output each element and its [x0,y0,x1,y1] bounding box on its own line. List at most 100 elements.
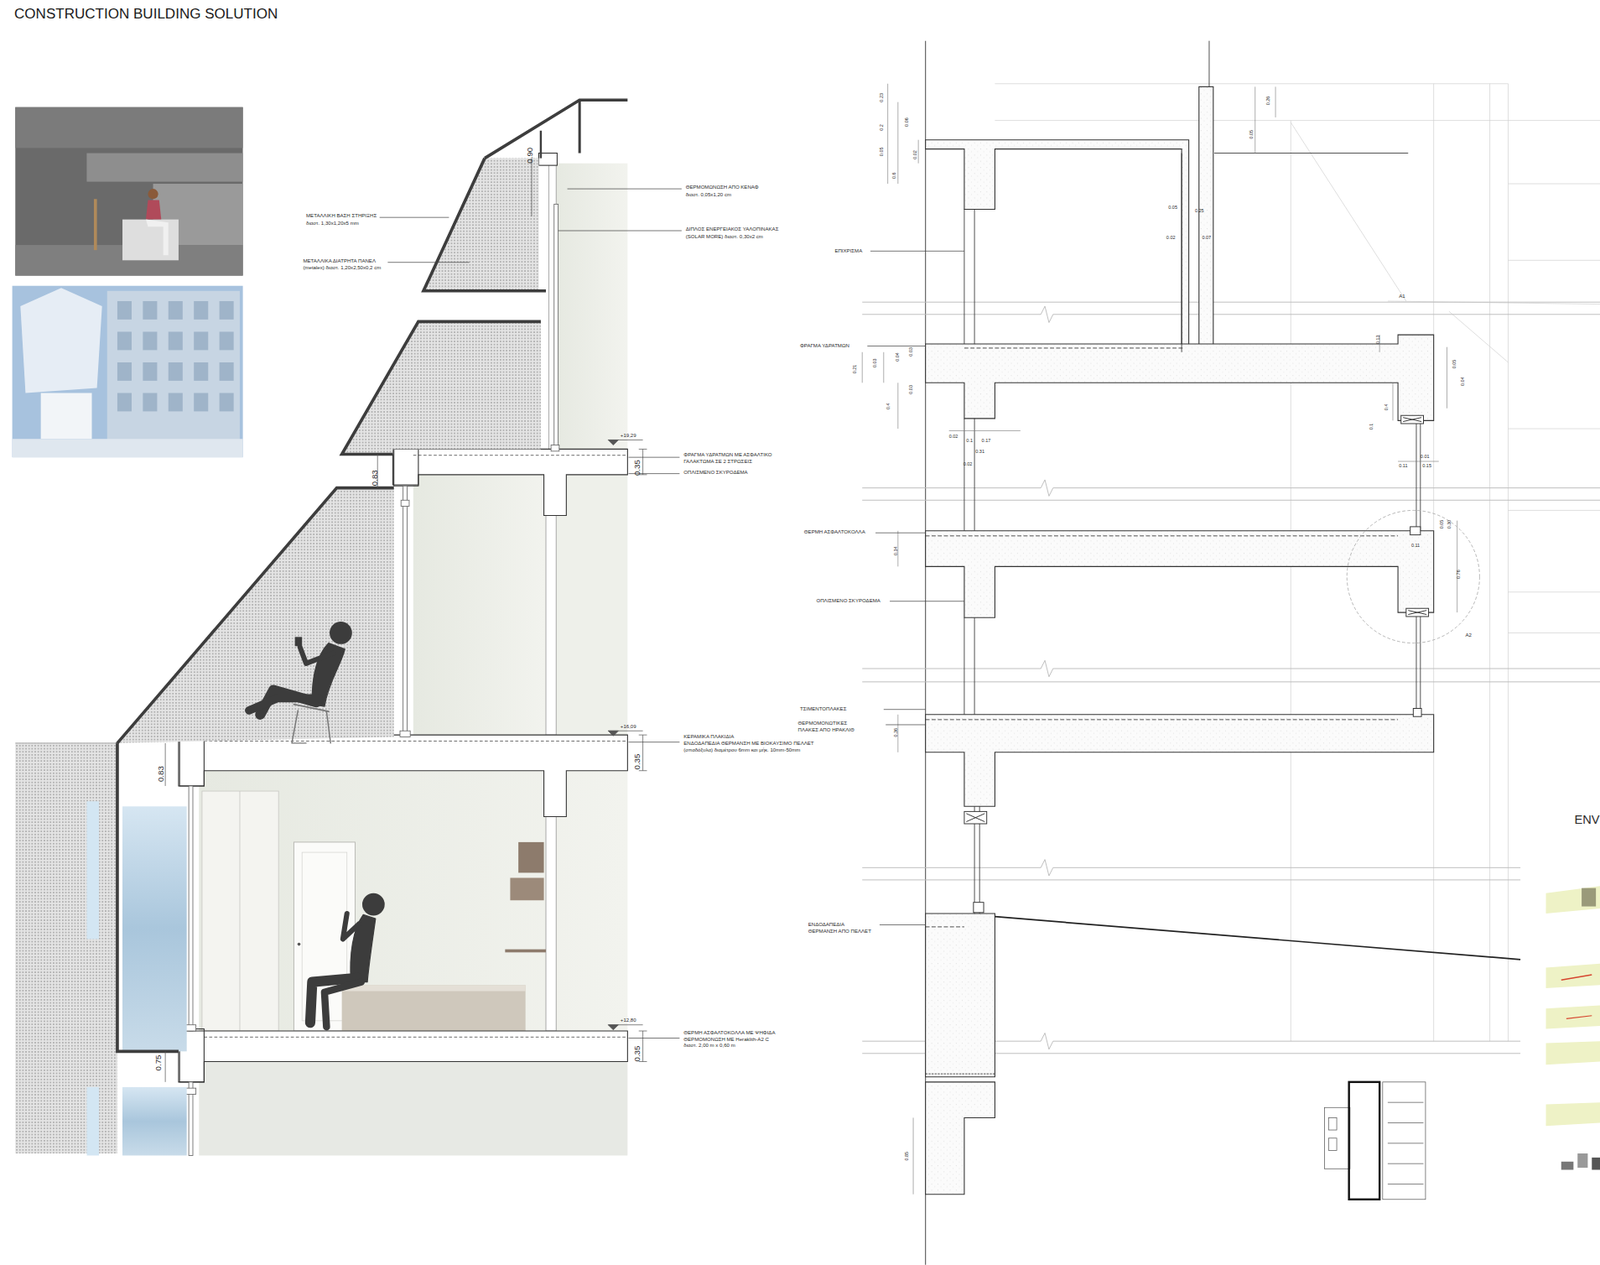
break-line [862,306,1600,323]
dimension-text: 0.83 [156,765,166,782]
perforated-panel [423,158,540,291]
dimension-text: 0.4 [886,402,892,410]
callout-text: ΦΡΑΓΜΑ ΥΔΡΑΤΜΩΝ [800,342,850,349]
dimension-line [862,352,863,384]
leader-line [558,230,682,232]
glazing [403,485,408,735]
person-silhouette [326,711,331,743]
exterior-render [193,392,208,411]
dimension-text: 0.05 [1439,519,1445,530]
break-line [862,680,1600,682]
dimension-text: 0.85 [904,1151,910,1161]
exterior-render [12,285,244,458]
callout-text: ΘΕΡΜΟΜΟΝΩΣΗ ΜΕ Heraklith-A2 C [683,1036,769,1042]
furniture [518,841,544,873]
floor-slab [413,454,629,456]
person-silhouette [350,914,376,982]
break-line [862,859,1521,876]
window-frame [964,415,1429,913]
dimension-text: 0.76 [1457,569,1463,579]
perforated-panel [122,1086,188,1156]
dimension-line [1397,461,1439,463]
level-marker [530,158,532,217]
perforated-panel [122,805,188,1051]
callout-text: ΘΕΡΜΗ ΑΣΦΑΛΤΟΚΟΛΛΑ [804,529,866,536]
person-silhouette [300,646,333,663]
layer-lines [1208,41,1210,88]
perforated-panel [15,742,118,1154]
floor-slab [392,448,628,515]
glazing [188,785,193,1031]
dimension-text: 0.05 [879,147,885,157]
dimension-text: 0.90 [526,147,536,164]
furniture [202,790,279,1031]
interior-render [15,107,243,149]
dimension-text: 0.04 [895,352,901,362]
callout-text: (σπαδόξυλα) διαμέτρου 6mm και μήκ. 10mm-… [683,747,800,753]
break-line [862,499,1600,501]
floor-slab [178,1030,628,1082]
window-frame [1402,417,1422,422]
exterior-render [117,301,234,411]
dimension-text: 0.30 [1448,519,1454,530]
exterior-render [168,362,183,381]
layer-lines [1419,612,1421,715]
window-frame [1410,526,1421,536]
level-marker [642,448,644,474]
person-silhouette [291,710,307,743]
dimension-text: 0.26 [1266,96,1272,106]
concrete-section [925,86,1434,1194]
glazing [400,499,410,506]
panel-frame [15,99,628,1051]
furniture [509,877,544,900]
panel-frame [540,130,542,159]
dimension-line [1456,520,1458,613]
dimension-text: 0.31 [975,450,985,456]
key-plan [1328,1137,1337,1151]
layer-lines [925,718,1398,720]
callout-text: ΘΕΡΜΗ ΑΣΦΑΛΤΟΚΟΛΛΑ ΜΕ ΨΗΦΙΔΑ [683,1029,775,1035]
interior-render [93,198,98,250]
level-mark: +12,80 [620,1017,637,1023]
environment-strip [1566,1015,1592,1019]
dimension-text: 0.02 [949,434,959,440]
perforated-panel [117,488,395,743]
key-plan [1382,1081,1426,1200]
level-marker [638,1030,648,1032]
exterior-render [193,331,208,350]
background-lines [1449,311,1509,363]
concrete-section [925,530,1434,618]
leader-line [628,741,681,743]
furniture [504,949,546,953]
callout-text: ΕΝΔΟΔΑΠΕΔΙΑ [808,921,845,927]
layer-lines [1415,612,1417,715]
section-mark: ENV [1574,813,1600,826]
interior-render [86,153,243,182]
panel-frame [578,99,582,153]
interior-render [15,107,243,276]
exterior-render [193,362,208,381]
layer-lines [925,1073,996,1075]
window-frame [1407,610,1427,615]
exterior-render [142,362,157,381]
level-marker [165,1050,167,1082]
level-mark: +16,09 [620,723,637,729]
dimension-text: 0.1 [1369,423,1375,431]
dimension-text: 0.02 [963,462,973,468]
window-frame [966,813,985,822]
dimension-text: 0.35 [633,459,643,476]
callout-text: διαστ. 1,30x1,20x5 mm [306,219,359,225]
window-frame [1401,415,1424,424]
perforated-panel [86,1086,99,1156]
layer-lines [925,925,965,927]
key-plan [1324,1106,1350,1169]
dimension-text: 0.06 [904,117,910,127]
dimension-text: 0.25 [1194,208,1205,214]
layer-lines [974,208,976,344]
dimension-text: 0.05 [1453,359,1459,369]
room-fill [413,474,546,735]
key-plan [1349,1081,1381,1200]
background-lines [1507,259,1600,261]
level-marker [165,158,647,1082]
exterior-render [117,331,132,350]
